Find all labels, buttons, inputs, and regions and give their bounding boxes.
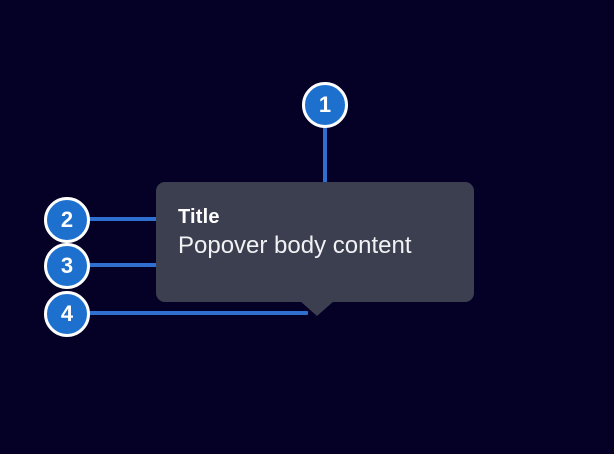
callout-line-2 [86,217,175,221]
popover: Title Popover body content [156,182,474,316]
popover-title: Title [178,206,220,228]
callout-line-1 [323,126,327,202]
callout-badge-4[interactable]: 4 [44,291,90,337]
callout-badge-2[interactable]: 2 [44,197,90,243]
popover-body: Popover body content [178,232,412,259]
callout-line-3 [86,263,175,267]
callout-line-4 [86,311,308,315]
popover-arrow-icon [300,301,334,316]
callout-badge-1[interactable]: 1 [302,82,348,128]
callout-badge-3[interactable]: 3 [44,243,90,289]
